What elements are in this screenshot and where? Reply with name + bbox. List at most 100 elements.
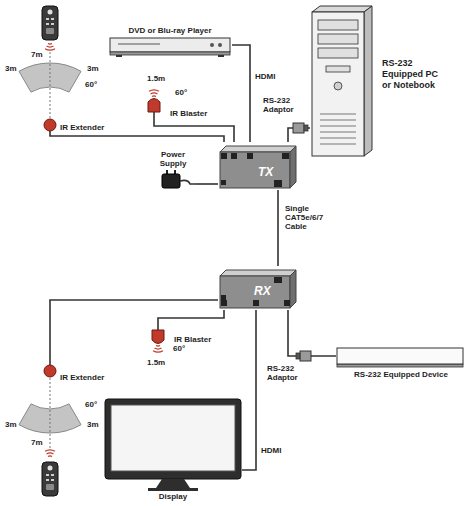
rs232-adaptor — [300, 351, 311, 361]
tx-unit-part — [221, 153, 227, 159]
power-supply-part — [180, 180, 196, 184]
dimension: 3m — [86, 420, 100, 429]
cable — [50, 300, 218, 364]
ir-extender-part — [51, 23, 54, 25]
ir-extender-part — [50, 378, 51, 448]
node-label: TX — [258, 165, 273, 179]
rx-unit-part — [290, 270, 296, 308]
cable-label-holder: Single CAT5e/6/7 Cable — [284, 204, 336, 231]
ir-blaster-part — [152, 95, 156, 97]
tx-unit-part — [220, 146, 296, 152]
node-label: IR Extender — [60, 123, 104, 132]
ir-extender-part — [46, 474, 49, 476]
ir-blaster-part — [157, 326, 159, 330]
pc-tower-part — [320, 138, 356, 139]
pc-tower-part — [318, 34, 358, 44]
angle-holder: 60° — [84, 400, 98, 409]
ir-extender-part — [51, 474, 54, 476]
rx-unit-part — [220, 276, 290, 308]
cable — [196, 183, 218, 185]
dimension-holder: 7m — [30, 50, 44, 59]
dimension-holder: 3m — [4, 64, 18, 73]
rx-unit-part — [284, 300, 290, 306]
dimension: 1.5m — [146, 74, 166, 83]
pc-tower-part — [326, 66, 350, 72]
pc-tower-part — [318, 20, 358, 30]
ir-extender-part — [48, 455, 52, 457]
dimension-holder: 7m — [30, 438, 44, 447]
pc-tower-part — [318, 48, 358, 58]
dimension: 3m — [4, 420, 18, 429]
rx-unit-part — [221, 300, 227, 306]
node-label: RX — [254, 284, 271, 298]
part-name-holder: RS-232 Adaptor — [262, 96, 302, 114]
ir-extender-part — [49, 131, 51, 132]
dvd-player: DVD or Blu-ray Player — [108, 24, 232, 58]
ir-extender-part — [45, 450, 55, 451]
ir-blaster-part — [155, 347, 162, 349]
ir-extender-part — [47, 452, 54, 454]
pc-tower-part — [320, 126, 356, 127]
rs232-adaptor-plug — [304, 125, 308, 131]
ir-blaster-part — [148, 99, 160, 113]
ir-extender-part — [44, 365, 56, 377]
dimension-holder: 3m — [86, 64, 100, 73]
dimension-holder: 1.5m — [146, 74, 166, 83]
ir-extender-part — [42, 6, 58, 40]
dimension: 7m — [30, 50, 44, 59]
part-name: RS-232 Adaptor — [262, 96, 302, 114]
dimension: 3m — [86, 64, 100, 73]
dvd-player-part — [110, 38, 230, 52]
rx-unit-part — [253, 300, 259, 306]
ir-extender-part — [48, 10, 53, 15]
node-label: DVD or Blu-ray Player — [108, 26, 232, 35]
pc-tower-part — [320, 114, 356, 115]
dimension: 1.5m — [146, 358, 166, 367]
dimension-holder: 3m — [4, 420, 18, 429]
cable-label: HDMI — [254, 72, 276, 81]
node-label: IR Extender — [60, 373, 104, 382]
cable-label-holder: HDMI — [254, 72, 276, 81]
ir-blaster-part — [149, 90, 159, 91]
ir-extender-part — [47, 45, 54, 47]
display-part — [111, 405, 235, 471]
node-label: RS-232 Equipped Device — [336, 370, 466, 379]
tx-unit-part — [221, 180, 226, 185]
power-supply-part — [166, 170, 168, 174]
rx-unit: RX — [218, 266, 298, 310]
pc-tower-part — [320, 132, 356, 133]
power-supply-part — [174, 170, 176, 174]
tx-unit-part — [220, 152, 290, 188]
cable-label: HDMI — [260, 446, 282, 455]
ir-extender-part — [48, 466, 53, 471]
display-part — [105, 399, 241, 479]
power-supply: Power Supply — [150, 150, 196, 194]
dvd-player-part — [116, 55, 122, 57]
dvd-player-part — [210, 43, 214, 47]
cable — [288, 310, 336, 356]
node-label: Power Supply — [150, 150, 196, 168]
ir-extender-part — [46, 23, 49, 25]
pc-tower-part — [312, 6, 372, 12]
ir-extender-part — [50, 52, 51, 118]
tx-unit: TX — [218, 142, 298, 190]
ir-extender-part — [45, 49, 55, 50]
dimension-holder: 3m — [86, 420, 100, 429]
tx-unit-part — [231, 153, 237, 159]
rx-unit-part — [220, 270, 296, 276]
ir-extender-part — [46, 479, 49, 481]
angle-holder: 60° — [174, 88, 188, 97]
dimension: 7m — [30, 438, 44, 447]
ir-blaster-part — [152, 330, 164, 344]
node-label: RS-232 Equipped PC or Notebook — [382, 58, 442, 91]
ir-extender-part — [46, 28, 54, 34]
ir-extender-part — [46, 484, 54, 490]
part-name: RS-232 Adaptor — [266, 364, 306, 382]
part-name-holder: RS-232 Adaptor — [266, 364, 306, 382]
ir-extender-icon — [8, 364, 112, 502]
pc-tower-part — [364, 6, 372, 156]
rs232-device-part — [337, 348, 463, 364]
angle: 60° — [84, 80, 98, 89]
ir-extender: IR Extender — [8, 364, 112, 502]
cable — [277, 190, 279, 266]
